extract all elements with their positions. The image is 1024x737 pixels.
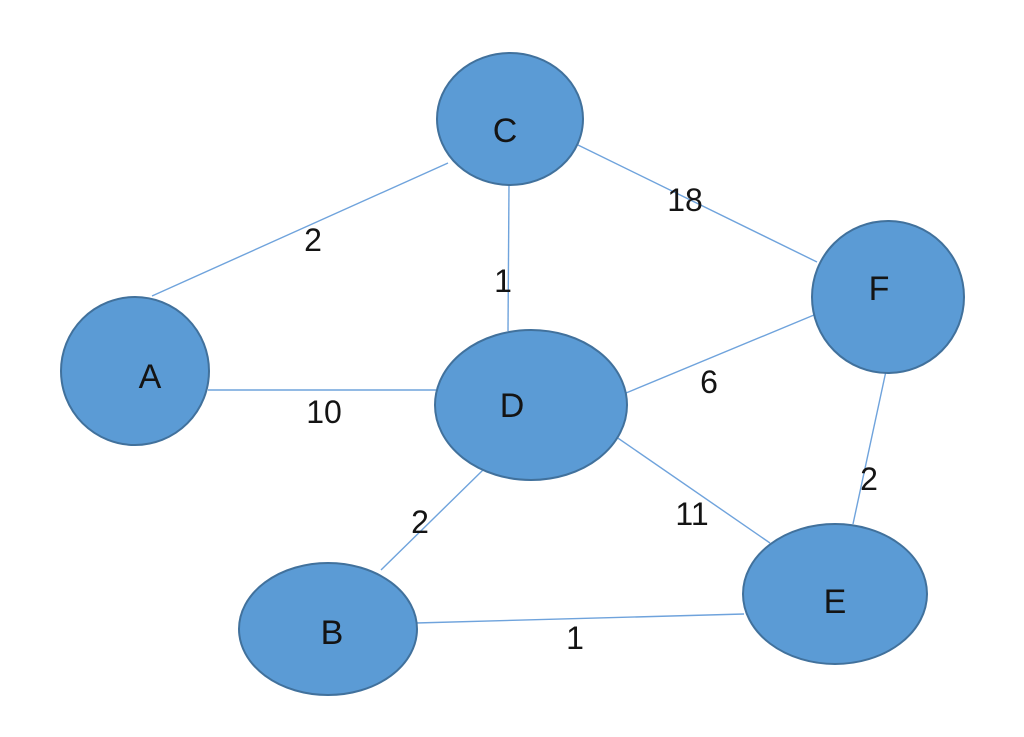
edge-weight-C-D[interactable]: 1 bbox=[494, 263, 512, 299]
edge-weight-D-F[interactable]: 6 bbox=[700, 364, 718, 400]
edge-weight-A-D[interactable]: 10 bbox=[306, 394, 342, 430]
edge-D-F[interactable] bbox=[625, 314, 815, 394]
edge-weight-B-E[interactable]: 1 bbox=[566, 620, 584, 656]
node-E[interactable] bbox=[742, 523, 928, 665]
node-B[interactable] bbox=[238, 562, 418, 696]
edge-weight-C-F[interactable]: 18 bbox=[667, 182, 703, 218]
edge-B-E[interactable] bbox=[415, 613, 745, 624]
edge-weight-F-E[interactable]: 2 bbox=[860, 461, 878, 497]
edge-D-B[interactable] bbox=[380, 469, 484, 571]
node-C[interactable] bbox=[436, 52, 584, 186]
node-A[interactable] bbox=[60, 296, 210, 446]
edge-F-E[interactable] bbox=[852, 370, 887, 525]
edge-weight-A-C[interactable]: 2 bbox=[304, 222, 322, 258]
edge-C-D[interactable] bbox=[507, 183, 510, 332]
edge-A-C[interactable] bbox=[151, 162, 449, 297]
edge-C-F[interactable] bbox=[577, 144, 818, 263]
edge-D-E[interactable] bbox=[611, 433, 771, 544]
node-F[interactable] bbox=[811, 220, 965, 374]
node-D[interactable] bbox=[434, 329, 628, 481]
edge-weight-D-E[interactable]: 11 bbox=[675, 496, 708, 532]
edge-weight-D-B[interactable]: 2 bbox=[411, 504, 429, 540]
